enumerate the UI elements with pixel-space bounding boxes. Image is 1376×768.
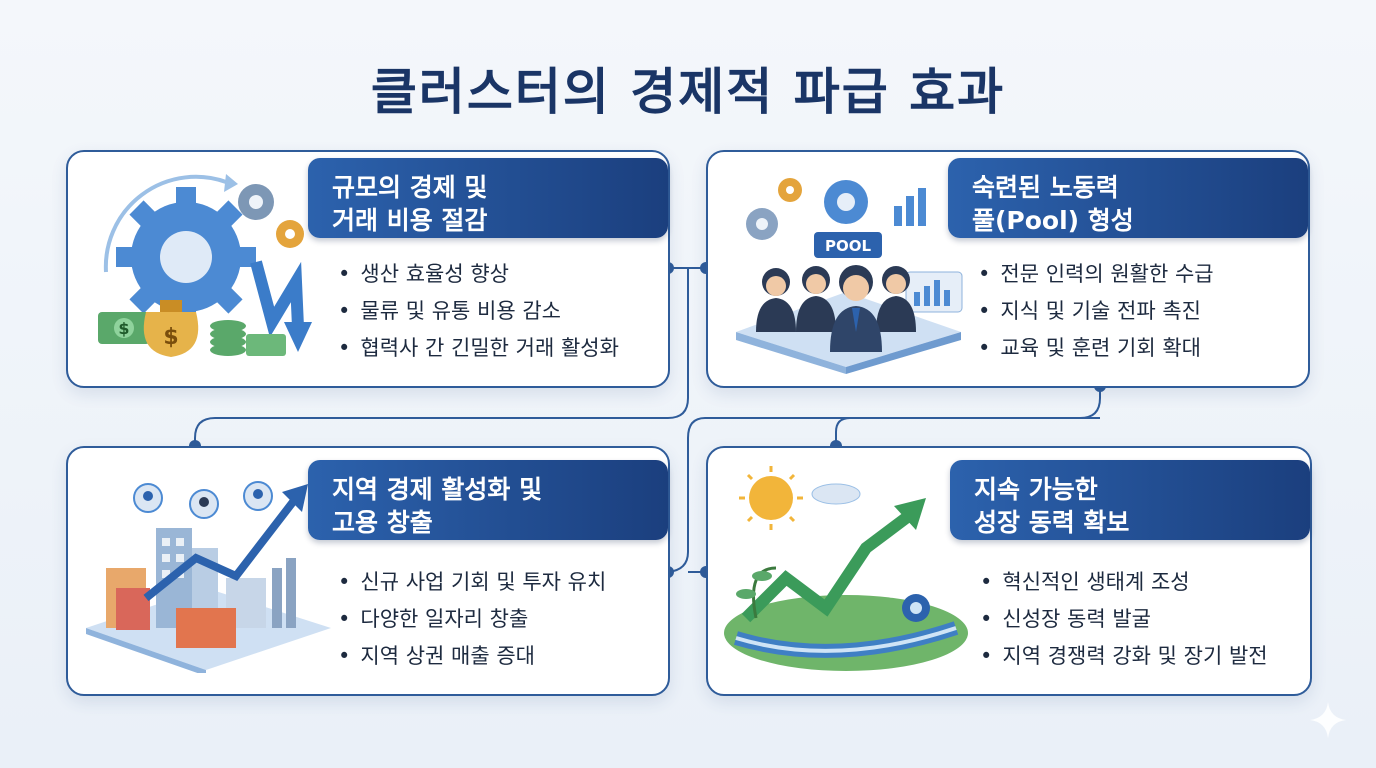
card-sustainable-growth: 지속 가능한 성장 동력 확보 혁신적인 생태계 조성 신성장 동력 발굴 지역… [706, 446, 1312, 696]
card-heading: 숙련된 노동력 풀(Pool) 형성 [948, 158, 1308, 238]
bullet-list: 전문 인력의 원활한 수급 지식 및 기술 전파 촉진 교육 및 훈련 기회 확… [978, 256, 1214, 367]
list-item: 협력사 간 긴밀한 거래 활성화 [338, 330, 619, 367]
svg-text:$: $ [163, 325, 178, 350]
bullet-list: 신규 사업 기회 및 투자 유치 다양한 일자리 창출 지역 상권 매출 증대 [338, 564, 606, 675]
list-item: 물류 및 유통 비용 감소 [338, 293, 619, 330]
card-heading-line2: 거래 비용 절감 [332, 206, 488, 235]
bullet-list: 혁신적인 생태계 조성 신성장 동력 발굴 지역 경쟁력 강화 및 장기 발전 [980, 564, 1268, 675]
list-item: 전문 인력의 원활한 수급 [978, 256, 1213, 293]
card-skilled-labor-pool: POOL 숙련된 노동력 풀(Pool) 형성 전문 인력의 원활한 수급 지식… [706, 150, 1310, 388]
sustainable-growth-icon [724, 466, 968, 671]
list-item: 신성장 동력 발굴 [980, 601, 1268, 638]
list-item: 생산 효율성 향상 [338, 256, 619, 293]
card-heading-line1: 지속 가능한 [974, 475, 1098, 504]
card-heading-line1: 숙련된 노동력 [972, 173, 1119, 202]
sun-icon [739, 466, 803, 530]
card-heading: 규모의 경제 및 거래 비용 절감 [308, 158, 668, 238]
people-icon [133, 481, 273, 519]
card-economies-of-scale: $ $ 규모의 경제 및 거래 비용 절감 생산 효율성 향상 물류 및 유통 … [66, 150, 670, 388]
city-growth-icon [86, 481, 331, 673]
card-heading: 지역 경제 활성화 및 고용 창출 [308, 460, 668, 540]
gears-money-icon: $ $ [98, 174, 312, 357]
card-regional-economy: 지역 경제 활성화 및 고용 창출 신규 사업 기회 및 투자 유치 다양한 일… [66, 446, 670, 696]
list-item: 지식 및 기술 전파 촉진 [978, 293, 1214, 330]
bullet-list: 생산 효율성 향상 물류 및 유통 비용 감소 협력사 간 긴밀한 거래 활성화 [338, 256, 619, 367]
card-heading-line1: 지역 경제 활성화 및 [332, 475, 543, 504]
list-item: 신규 사업 기회 및 투자 유치 [338, 564, 606, 601]
list-item: 교육 및 훈련 기회 확대 [978, 330, 1214, 367]
list-item: 지역 경쟁력 강화 및 장기 발전 [980, 638, 1267, 675]
list-item: 혁신적인 생태계 조성 [980, 564, 1268, 601]
card-heading-line1: 규모의 경제 및 [332, 173, 488, 202]
sparkle-icon [1310, 702, 1346, 738]
svg-text:$: $ [118, 319, 129, 338]
list-item: 다양한 일자리 창출 [338, 601, 606, 638]
workforce-pool-icon: POOL [736, 178, 963, 374]
page-title: 클러스터의 경제적 파급 효과 [370, 63, 1006, 121]
card-heading-line2: 고용 창출 [332, 508, 433, 537]
card-heading-line2: 풀(Pool) 형성 [972, 206, 1134, 235]
list-item: 지역 상권 매출 증대 [338, 638, 606, 675]
pool-sign: POOL [825, 237, 871, 255]
card-heading: 지속 가능한 성장 동력 확보 [950, 460, 1310, 540]
card-heading-line2: 성장 동력 확보 [974, 508, 1130, 537]
